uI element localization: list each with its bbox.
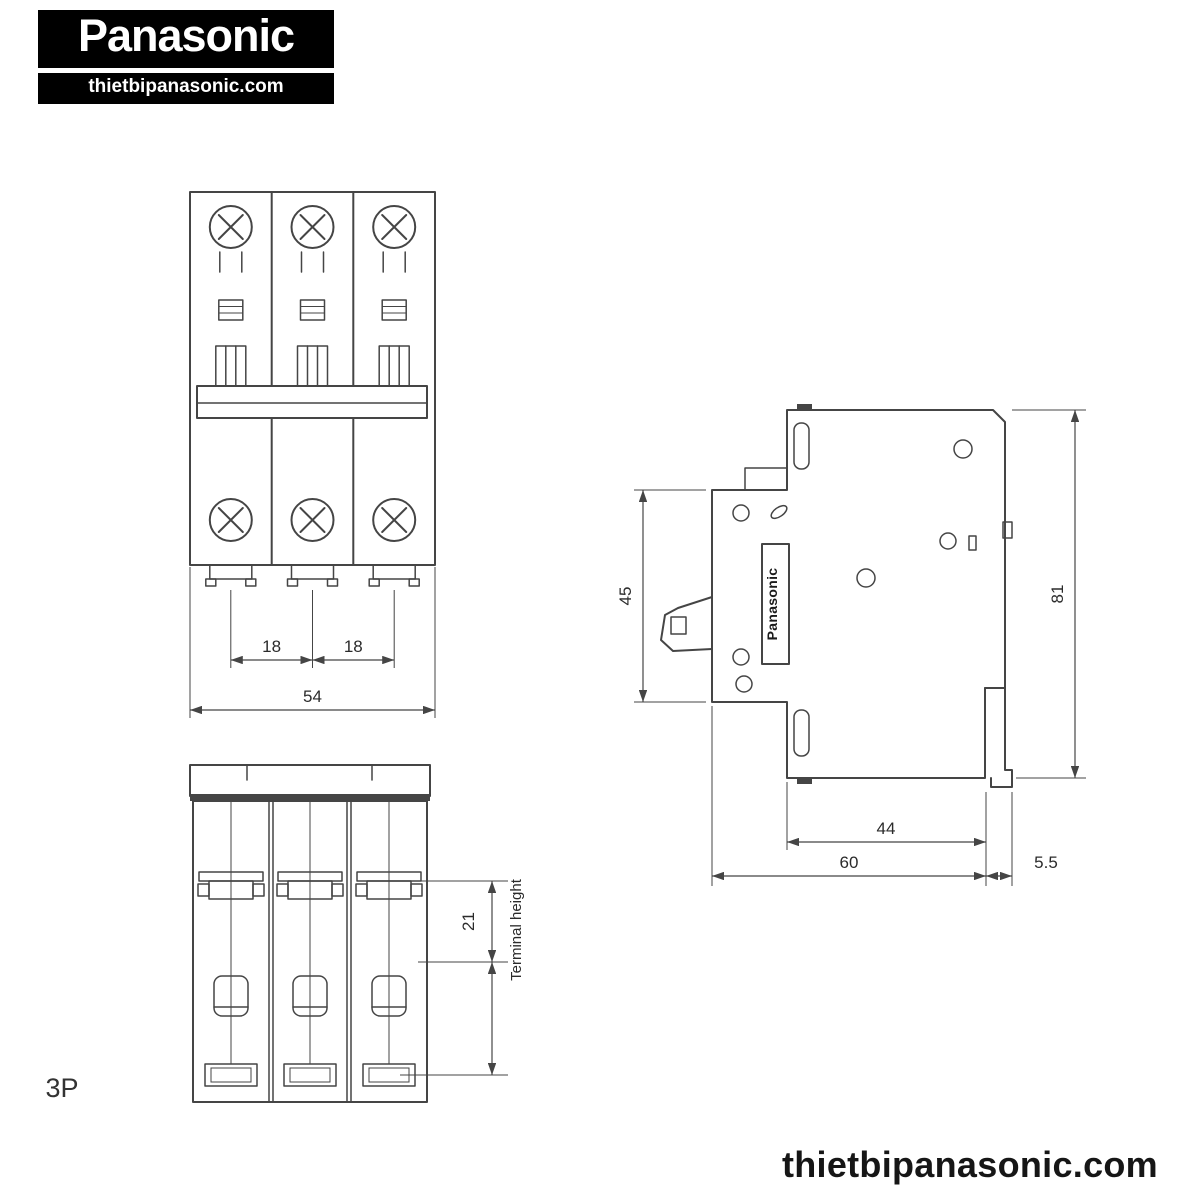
side-body-outline [711, 409, 1006, 779]
bottom-view [189, 764, 431, 1103]
front-dimensions: 18 18 54 [189, 567, 436, 718]
bottom-pole-1 [197, 800, 265, 1087]
mount-slot-top [793, 422, 810, 470]
footer-site-label: thietbipanasonic.com [781, 1144, 1158, 1185]
dim-depth-body: 44 [877, 819, 896, 838]
din-rail-hook-top [1002, 521, 1013, 539]
dim-pitch-1: 18 [262, 637, 281, 656]
rivet [735, 675, 753, 693]
bottom-pole-dividers [268, 800, 352, 1103]
brand-block: Panasonic thietbipanasonic.com [38, 10, 334, 104]
mount-slot-bottom [793, 709, 810, 757]
panasonic-logo: Panasonic [38, 10, 334, 68]
dim-front-height: 45 [616, 587, 635, 606]
front-view [189, 191, 436, 587]
bottom-rail-outline [189, 764, 431, 797]
toggle-lever-window [670, 616, 687, 635]
rivet [732, 504, 750, 522]
toggle-lever [660, 596, 713, 652]
brand-site-label: thietbipanasonic.com [38, 72, 334, 104]
dim-terminal-height: 21 [459, 912, 478, 931]
bottom-pole-3 [355, 800, 423, 1087]
rivet [732, 648, 750, 666]
dim-width: 54 [303, 687, 322, 706]
device-label-plate [761, 543, 790, 665]
terminal-height-label: Terminal height [508, 878, 525, 981]
side-view: Panasonic [660, 404, 1013, 788]
rivet [856, 568, 876, 588]
dim-rail-offset: 5.5 [1034, 853, 1058, 872]
dim-depth-total: 60 [840, 853, 859, 872]
front-pole-dividers [270, 191, 355, 566]
front-slot [770, 504, 788, 520]
bottom-dimensions: 21 Terminal height [400, 878, 525, 1076]
device-label-text: Panasonic [764, 568, 780, 641]
dim-total-height: 81 [1048, 585, 1067, 604]
rivet [953, 439, 973, 459]
pole-count-label: 3P [45, 1073, 78, 1103]
bottom-rail-edge [190, 794, 430, 801]
din-rail-clip [984, 687, 1013, 788]
dim-pitch-2: 18 [344, 637, 363, 656]
rivet [939, 532, 957, 550]
handle-tie-bar [196, 385, 428, 419]
bottom-pole-2 [276, 800, 344, 1087]
side-dimensions: 45 81 44 60 5.5 [616, 409, 1086, 886]
